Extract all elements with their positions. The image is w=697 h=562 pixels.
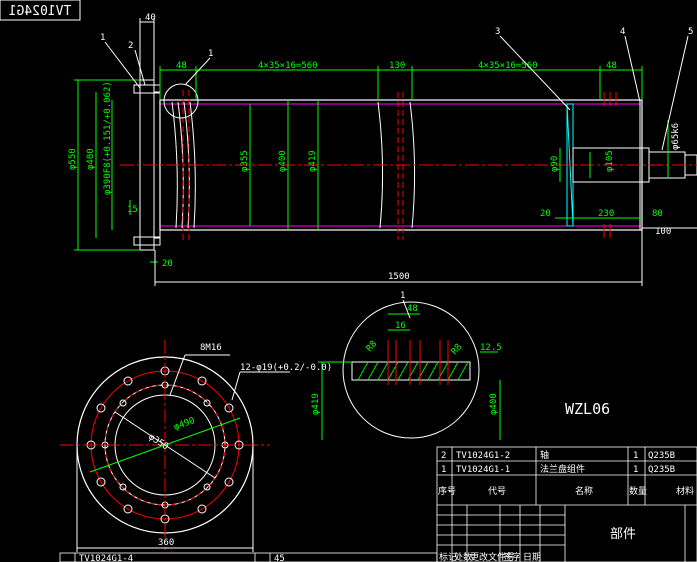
flange-bolts: 8M16 (200, 343, 222, 353)
dim-100: 100 (655, 227, 671, 237)
flange-width: 360 (158, 538, 174, 548)
dim-20a: 20 (162, 259, 173, 269)
detail-16: 16 (395, 321, 406, 331)
dim-40: 40 (145, 13, 156, 23)
detail-balloon: 1 (400, 291, 405, 301)
sub-hdr-4: 日期 (523, 552, 541, 562)
hdr-name: 名称 (575, 485, 593, 497)
dim-dia480: φ480 (86, 148, 96, 170)
detail-view: 1 48 16 R8 R8 12.5 φ419 φ400 (311, 291, 502, 440)
row1-no: 2 (441, 451, 446, 461)
parts-table-text: 2 TV1024G1-2 轴 1 Q235B 1 TV1024G1-1 法兰盘组… (79, 449, 694, 562)
parts-table (59, 446, 697, 562)
top-title-box (0, 0, 81, 21)
dim-130: 130 (389, 61, 405, 71)
row1-name: 轴 (540, 449, 549, 461)
balloon-5: 5 (688, 27, 693, 37)
dim-dia65: φ65k6 (671, 123, 681, 150)
balloon-1: 1 (100, 33, 105, 43)
drum-side-view (120, 79, 697, 251)
detail-48: 48 (407, 304, 418, 314)
row1-code: TV1024G1-2 (456, 451, 510, 461)
detail-dia400: φ400 (489, 393, 499, 415)
bottom-code: TV1024G1-4 (79, 554, 133, 562)
flange-front-view: 8M16 12-φ19(+0.2/-0.0) φ350 φ490 360 (60, 340, 332, 552)
detail-r8b: R8 (450, 342, 465, 357)
sub-hdr-2: 更改文件号 (470, 551, 515, 562)
flange-dia350: φ350 (146, 432, 170, 452)
row2-code: TV1024G1-1 (456, 465, 510, 475)
balloons: 1 2 1 3 4 5 (100, 27, 693, 151)
dim-dia355: φ355 (240, 150, 250, 172)
sub-hdr-0: 标记 (439, 551, 457, 562)
row1-mat: Q235B (648, 451, 675, 461)
dim-dia550: φ550 (68, 148, 78, 170)
bottom-val: 45 (274, 554, 285, 562)
main-dimensions: 40 48 4×35×16=560 130 4×35×16=560 48 φ55… (68, 13, 697, 286)
dim-80: 80 (652, 209, 663, 219)
hdr-no: 序号 (438, 485, 456, 497)
hdr-qty: 数量 (629, 485, 647, 497)
balloon-3: 3 (495, 27, 500, 37)
dim-20b: 20 (540, 209, 551, 219)
dim-48a: 48 (176, 61, 187, 71)
dim-dia105: φ105 (605, 150, 615, 172)
dim-48b: 48 (606, 61, 617, 71)
dim-dia419: φ419 (308, 150, 318, 172)
sub-hdr-1: 处数 (454, 551, 472, 562)
balloon-2: 2 (128, 41, 133, 51)
hdr-code: 代号 (488, 486, 506, 497)
detail-dia419: φ419 (311, 393, 321, 415)
detail-125: 12.5 (480, 343, 502, 353)
row1-qty: 1 (633, 451, 638, 461)
sub-hdr-3: 签字 (503, 551, 521, 562)
dim-seg1: 4×35×16=560 (258, 61, 318, 71)
hdr-mat: 材料 (676, 485, 694, 497)
dim-dia390: φ390F8(+0.151/+0.062) (103, 81, 113, 195)
balloon-4: 4 (620, 27, 625, 37)
dim-seg2: 4×35×16=560 (478, 61, 538, 71)
row2-qty: 1 (633, 465, 638, 475)
dim-dia90: φ90 (550, 156, 560, 172)
detail-r8a: R8 (365, 339, 380, 354)
dim-15: 15 (127, 205, 138, 215)
row2-mat: Q235B (648, 465, 675, 475)
dim-dia400: φ400 (278, 150, 288, 172)
dim-1500: 1500 (388, 272, 410, 282)
top-title-text: TV1024G1 (9, 4, 72, 19)
balloon-1b: 1 (208, 49, 213, 59)
flange-dia490: φ490 (173, 416, 197, 433)
part-label: 部件 (610, 527, 636, 542)
dim-230: 230 (598, 209, 614, 219)
row2-no: 1 (441, 465, 446, 475)
flange-holes: 12-φ19(+0.2/-0.0) (240, 363, 332, 373)
model-label: WZL06 (565, 400, 610, 418)
row2-name: 法兰盘组件 (540, 463, 585, 475)
